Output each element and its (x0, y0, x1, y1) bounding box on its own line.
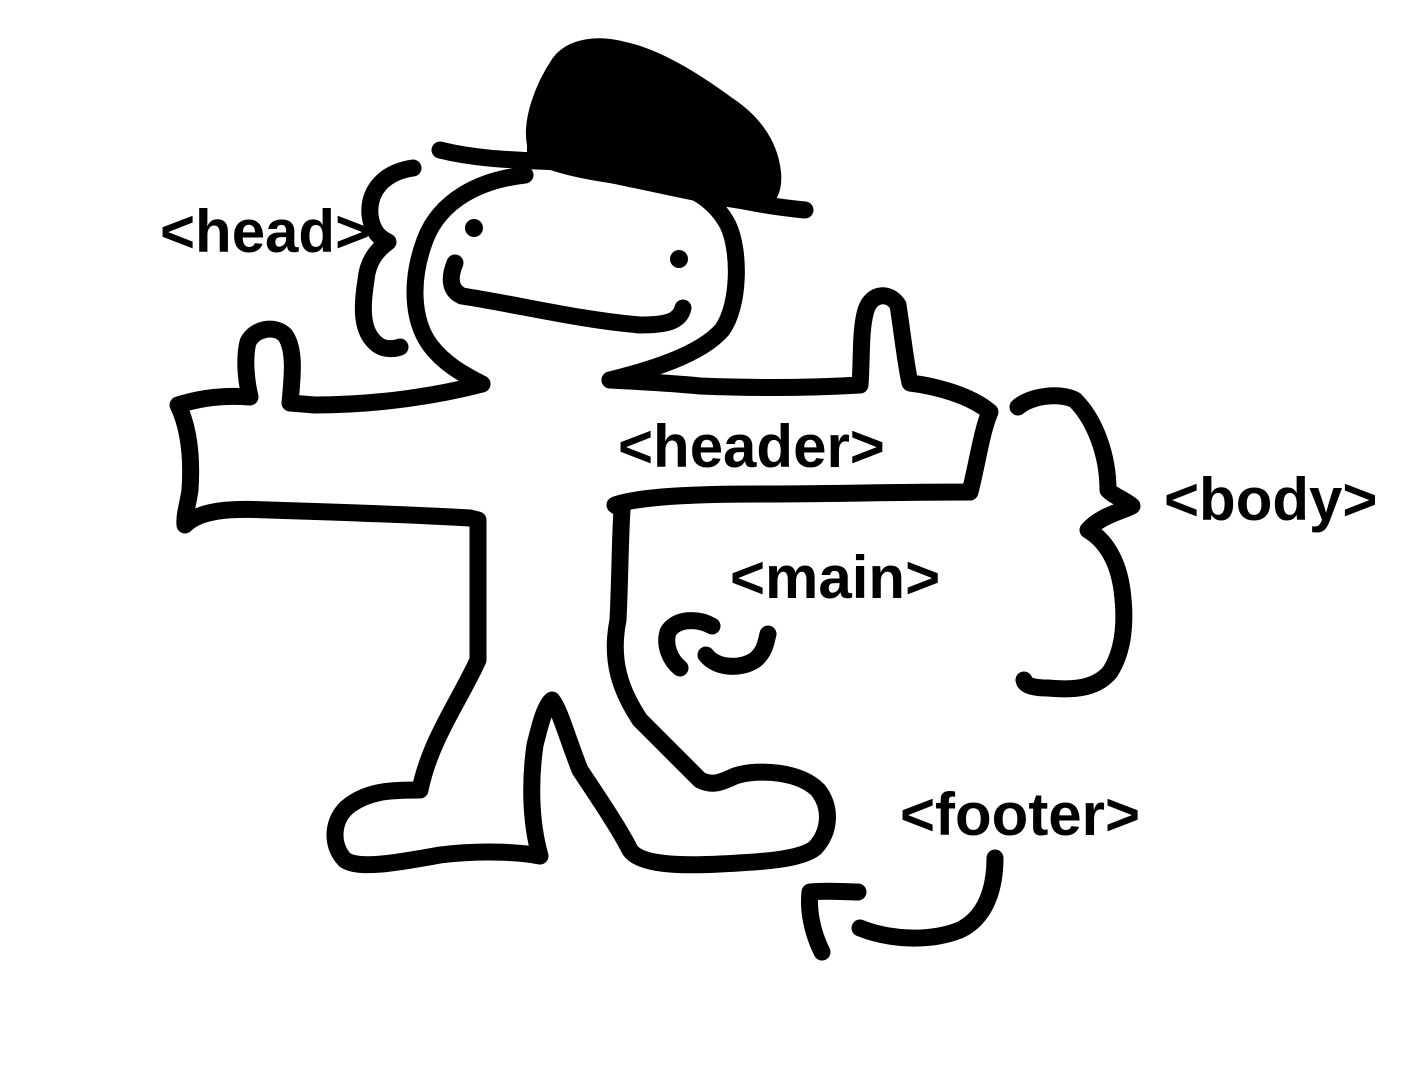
footer-arrow (851, 849, 1004, 947)
mouth (442, 254, 692, 334)
label-main: <main> (730, 544, 940, 611)
right-eye (670, 250, 688, 268)
figure-head-outline (406, 166, 745, 393)
label-head: <head> (160, 198, 370, 265)
figure-body-outline (169, 287, 999, 874)
label-body: <body> (1164, 466, 1377, 533)
label-footer: <footer> (900, 781, 1140, 848)
head-brace (354, 159, 422, 358)
footer-arrowhead (801, 882, 867, 961)
left-eye (465, 219, 483, 237)
hat-brim (431, 141, 814, 219)
label-header: <header> (618, 413, 885, 480)
main-squiggle (658, 612, 777, 677)
body-brace (1009, 387, 1141, 698)
